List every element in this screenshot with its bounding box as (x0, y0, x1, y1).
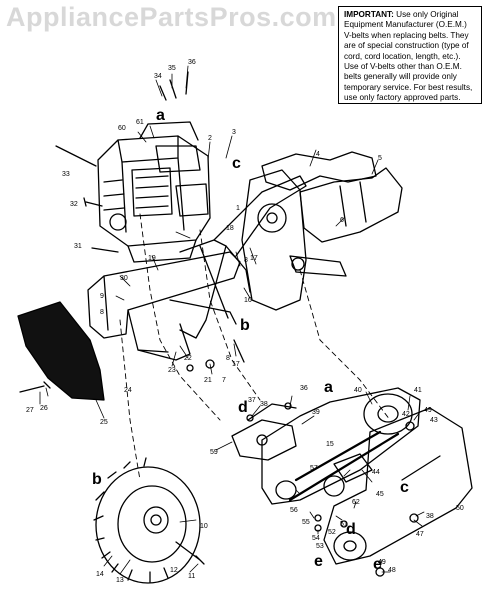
engine (97, 121, 211, 263)
callout-d-cover: d (346, 521, 356, 538)
part-56: 56 (290, 507, 298, 514)
part-7: 7 (222, 377, 226, 384)
tiller-frame (87, 175, 307, 361)
part-36: 36 (188, 59, 196, 66)
watermark: AppliancePartsPros.com (6, 2, 337, 32)
part-50: 50 (456, 505, 464, 512)
part-36b: 36 (300, 385, 308, 392)
notice-body: Use only Original Equipment Manufacturer… (344, 10, 473, 103)
part-8c: 8 (226, 355, 230, 362)
part-33: 33 (62, 171, 70, 178)
callout-b-wheel: b (92, 471, 102, 488)
rubber-shield (17, 301, 105, 401)
assembly-lines (119, 213, 391, 481)
bolts (19, 71, 189, 393)
part-18: 18 (226, 225, 234, 232)
part-44: 44 (372, 469, 380, 476)
part-23: 23 (168, 367, 176, 374)
part-3: 3 (232, 129, 236, 136)
part-1: 1 (236, 205, 240, 212)
part-31: 31 (74, 243, 82, 250)
part-15: 15 (326, 441, 334, 448)
part-38: 38 (260, 401, 268, 408)
part-34: 34 (154, 73, 162, 80)
belt-cover (323, 407, 473, 565)
part-21: 21 (204, 377, 212, 384)
important-notice-box: IMPORTANT: Use only Original Equipment M… (338, 6, 482, 104)
part-55: 55 (302, 519, 310, 526)
part-27: 27 (26, 407, 34, 414)
part-35: 35 (168, 65, 176, 72)
callout-a-belt: a (324, 379, 333, 396)
callout-a-top: a (156, 107, 165, 124)
part-57: 57 (310, 465, 318, 472)
callout-d-left: d (238, 399, 248, 416)
part-61: 61 (136, 119, 144, 126)
belt-pulley-assembly (231, 387, 421, 505)
part-14: 14 (96, 571, 104, 578)
part-4: 4 (316, 151, 320, 158)
part-2: 2 (208, 135, 212, 142)
part-26: 26 (40, 405, 48, 412)
part-30: 30 (120, 275, 128, 282)
part-39: 39 (312, 409, 320, 416)
callout-e-pulley: e (373, 556, 382, 573)
part-49: 49 (424, 407, 432, 414)
part-6: 6 (340, 217, 344, 224)
callout-c-top: c (232, 155, 241, 172)
part-41: 41 (414, 387, 422, 394)
wheel (93, 457, 205, 584)
part-12: 12 (170, 567, 178, 574)
part-45: 45 (376, 491, 384, 498)
part-54: 54 (312, 535, 320, 542)
part-38b: 38 (426, 513, 434, 520)
part-43: 43 (430, 417, 438, 424)
tine-hood (261, 151, 403, 243)
part-22: 22 (184, 355, 192, 362)
part-9: 9 (100, 293, 104, 300)
chain-case (241, 169, 347, 311)
part-16: 16 (244, 297, 252, 304)
part-62: 62 (352, 499, 360, 506)
part-25: 25 (100, 419, 108, 426)
part-5: 5 (378, 155, 382, 162)
part-37: 37 (248, 397, 256, 404)
part-53: 53 (316, 543, 324, 550)
part-51: 51 (340, 521, 348, 528)
part-17b: 17 (232, 361, 240, 368)
small-hardware (186, 339, 419, 577)
part-24: 24 (124, 387, 132, 394)
part-13: 13 (116, 577, 124, 584)
part-60: 60 (118, 125, 126, 132)
part-52: 52 (328, 529, 336, 536)
part-48: 48 (388, 567, 396, 574)
notice-heading: IMPORTANT: (344, 10, 394, 19)
part-42: 42 (402, 411, 410, 418)
part-17: 17 (250, 255, 258, 262)
callout-c-cover: c (400, 479, 409, 496)
part-32: 32 (70, 201, 78, 208)
leader-lines (39, 65, 425, 575)
part-40: 40 (354, 387, 362, 394)
part-10: 10 (200, 523, 208, 530)
part-11: 11 (188, 573, 195, 580)
part-8: 8 (100, 309, 104, 316)
part-47: 47 (416, 531, 424, 538)
part-59: 59 (210, 449, 218, 456)
part-8b: 8 (244, 257, 248, 264)
part-49b: 49 (378, 559, 386, 566)
callout-b-frame: b (240, 317, 250, 334)
callout-e-bottom: e (314, 553, 323, 570)
part-19: 19 (148, 255, 156, 262)
